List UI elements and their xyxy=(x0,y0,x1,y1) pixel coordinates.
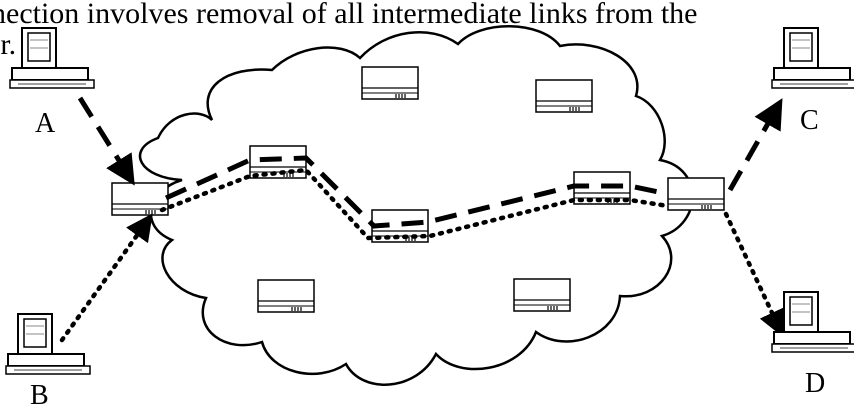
router-egress-right xyxy=(667,177,725,211)
router-top-1 xyxy=(361,66,419,100)
router-bottom-2 xyxy=(513,278,571,312)
computer-d-icon xyxy=(771,291,854,353)
endpoint-label-c: C xyxy=(800,105,819,136)
caption-text: nnection involves removal of all interme… xyxy=(0,0,854,60)
endpoint-label-a: A xyxy=(35,108,56,139)
router-bottom-1 xyxy=(257,279,315,313)
computer-a-icon xyxy=(9,27,95,89)
computer-c-icon xyxy=(771,27,854,89)
caption-line-1: nnection involves removal of all interme… xyxy=(0,0,698,30)
endpoint-label-b: B xyxy=(30,380,49,408)
computer-b-icon xyxy=(5,313,91,375)
router-1 xyxy=(249,145,307,179)
router-top-2 xyxy=(535,79,593,113)
router-ingress-left xyxy=(111,182,169,216)
path-b-to-d xyxy=(59,167,785,343)
endpoint-label-d: D xyxy=(805,368,825,399)
caption-line-2: ver. xyxy=(0,28,17,60)
path-a-to-c xyxy=(77,96,783,229)
